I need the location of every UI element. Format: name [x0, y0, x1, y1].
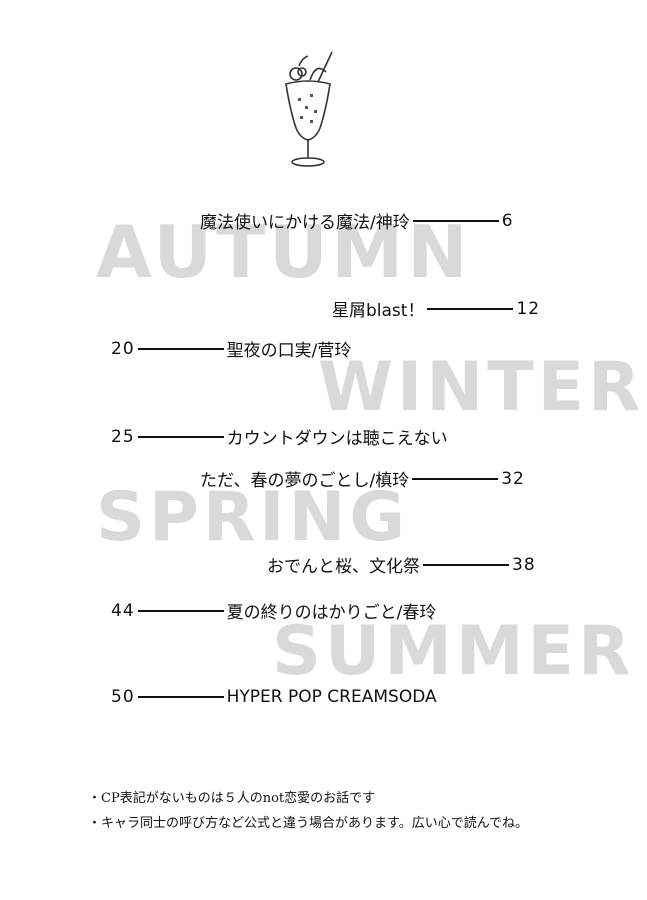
toc-leader: [423, 563, 509, 566]
toc-leader: [137, 347, 224, 350]
toc-entry[interactable]: 20 聖夜の口実/菅玲: [111, 336, 352, 362]
toc-page: 50: [111, 687, 135, 707]
toc-title: 魔法使いにかける魔法/神玲: [200, 213, 410, 233]
toc-leader: [427, 307, 514, 310]
toc-entry[interactable]: 星屑blast！ 12: [332, 296, 541, 322]
toc-title: おでんと桜、文化祭: [267, 557, 420, 577]
toc-page: 6: [501, 210, 514, 231]
toc-title: HYPER POP CREAMSODA: [226, 687, 437, 707]
toc-page: 12: [516, 298, 541, 319]
toc-entry[interactable]: おでんと桜、文化祭 38: [267, 552, 536, 578]
toc-title: 星屑blast！: [332, 301, 425, 321]
toc-entry[interactable]: 25 カウントダウンは聴こえない: [111, 424, 448, 450]
toc-page: 38: [512, 554, 536, 575]
toc-page: 32: [501, 468, 525, 489]
toc-leader: [137, 609, 224, 612]
toc-entry[interactable]: 魔法使いにかける魔法/神玲 6: [200, 208, 514, 234]
season-spring: SPRING: [96, 478, 410, 557]
toc-title: 聖夜の口実/菅玲: [226, 341, 352, 361]
cream-soda-glass-icon: [285, 51, 333, 167]
note-line: ・キャラ同士の呼び方など公式と違う場合があります。広い心で読んでね。: [88, 816, 529, 831]
toc-leader: [412, 219, 499, 222]
toc-entry[interactable]: 44 夏の終りのはかりごと/春玲: [111, 598, 437, 624]
toc-entry[interactable]: 50 HYPER POP CREAMSODA: [111, 687, 437, 707]
season-winter: WINTER: [318, 348, 645, 427]
toc-title: 夏の終りのはかりごと/春玲: [226, 603, 437, 623]
toc-page: 20: [111, 338, 135, 359]
notes: ・CP表記がないものは５人のnot恋愛のお話です ・キャラ同士の呼び方など公式と…: [88, 786, 528, 836]
toc-entry[interactable]: ただ、春の夢のごとし/槙玲 32: [200, 466, 525, 492]
toc-title: カウントダウンは聴こえない: [226, 429, 448, 449]
toc-page: 44: [111, 600, 135, 621]
toc-leader: [137, 696, 224, 698]
season-summer: SUMMER: [272, 612, 635, 691]
toc-leader: [137, 435, 224, 438]
note-line: ・CP表記がないものは５人のnot恋愛のお話です: [88, 791, 376, 806]
season-autumn: AUTUMN: [96, 210, 472, 294]
toc-leader: [412, 477, 499, 480]
toc-title: ただ、春の夢のごとし/槙玲: [200, 471, 410, 491]
toc-page: 25: [111, 426, 135, 447]
